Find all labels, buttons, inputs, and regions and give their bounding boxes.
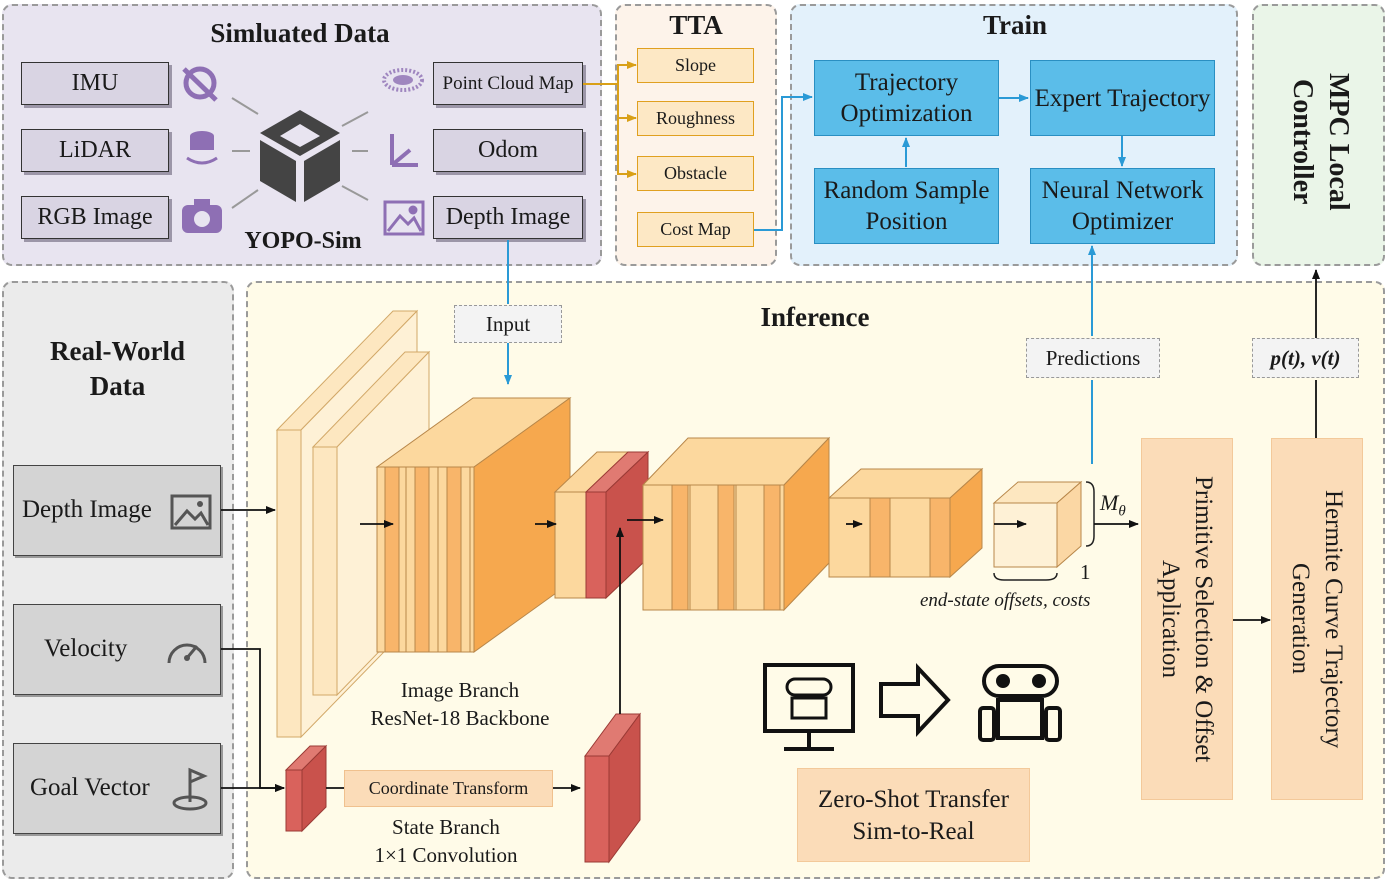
imu-icon: [182, 66, 218, 102]
expert-trajectory-box: Expert Trajectory: [1030, 60, 1215, 136]
point-cloud-icon: [382, 68, 424, 92]
train-title: Train: [982, 10, 1047, 40]
m-theta-text: M: [1100, 490, 1119, 515]
camera-icon: [182, 199, 222, 233]
state-branch-plates: [284, 712, 641, 864]
state-branch-text: State Branch: [392, 815, 500, 839]
tta-obstacle: Obstacle: [637, 156, 754, 191]
rw-depth-box: Depth Image: [13, 465, 221, 556]
pv-label-text: p(t), v(t): [1270, 345, 1341, 370]
yopo-sim-label: YOPO-Sim: [244, 228, 362, 254]
real-world-title-text: Real-World Data: [50, 336, 185, 401]
hermite-box: Hermite Curve Trajectory Generation: [1271, 438, 1363, 800]
unity-logo-icon: [260, 110, 340, 202]
conv-text: 1×1 Convolution: [374, 843, 518, 867]
depth-image-sim-box: Depth Image: [433, 196, 583, 239]
trajectory-optimization-box: Trajectory Optimization: [814, 60, 999, 136]
monitor-robot-icon: [763, 663, 855, 751]
flow-arrows: [221, 269, 1320, 792]
tta-title: TTA: [669, 10, 723, 40]
rw-goal-label: Goal Vector: [30, 774, 150, 801]
inference-title: Inference: [760, 302, 870, 332]
image-icon: [170, 494, 212, 530]
input-label: Input: [454, 305, 562, 343]
hermite-text: Hermite Curve Trajectory Generation: [1287, 489, 1347, 749]
rw-depth-label: Depth Image: [22, 496, 152, 523]
resnet-block-1: [375, 397, 572, 653]
image-branch-label: Image Branch ResNet-18 Backbone: [340, 676, 580, 732]
lidar-icon: [186, 131, 218, 165]
zero-shot-text-1: Zero-Shot Transfer: [818, 786, 1009, 813]
goal-flag-icon: [172, 767, 208, 811]
output-cube: [992, 480, 1083, 569]
simulated-data-title: Simluated Data: [210, 18, 390, 48]
tta-roughness: Roughness: [637, 101, 754, 136]
tta-slope: Slope: [637, 48, 754, 83]
tta-cost-map: Cost Map: [637, 212, 754, 247]
resnet-block-4: [827, 467, 984, 579]
sim-arrows: [504, 61, 1126, 464]
zero-shot-box: Zero-Shot Transfer Sim-to-Real: [797, 768, 1030, 862]
random-sample-box: Random Sample Position: [814, 168, 999, 244]
backbone-text: ResNet-18 Backbone: [370, 706, 550, 730]
m-theta-subscript: θ: [1118, 503, 1126, 520]
m-theta-label: Mθ: [1100, 490, 1126, 520]
speedometer-icon: [167, 643, 207, 664]
image-branch-text: Image Branch: [400, 678, 520, 702]
arrow-shape-icon: [879, 662, 951, 738]
rgb-image-box: RGB Image: [21, 196, 169, 239]
primitive-selection-box: Primitive Selection & Offset Application: [1141, 438, 1233, 800]
pv-label: p(t), v(t): [1252, 338, 1359, 378]
mpc-title: MPC Local Controller: [1287, 73, 1354, 211]
resnet-block-2: [553, 450, 650, 600]
point-cloud-map-box: Point Cloud Map: [433, 62, 583, 105]
rw-goal-box: Goal Vector: [13, 743, 221, 834]
zero-shot-text-2: Sim-to-Real: [852, 818, 975, 845]
rw-velocity-box: Velocity: [13, 604, 221, 695]
sim-icons-layer: [182, 66, 425, 236]
offsets-label: end-state offsets, costs: [920, 590, 1091, 611]
state-branch-label: State Branch 1×1 Convolution: [330, 813, 562, 869]
primitive-selection-text: Primitive Selection & Offset Application: [1157, 475, 1217, 763]
axis-icon: [390, 134, 418, 167]
odom-box: Odom: [433, 129, 583, 172]
coordinate-transform-box: Coordinate Transform: [344, 770, 553, 807]
real-world-title: Real-World Data: [20, 334, 215, 404]
mpc-panel: [1252, 4, 1385, 266]
one-label: 1: [1080, 560, 1091, 584]
nn-optimizer-box: Neural Network Optimizer: [1030, 168, 1215, 244]
robot-icon: [978, 664, 1062, 742]
rw-velocity-label: Velocity: [44, 635, 128, 662]
imu-box: IMU: [21, 62, 169, 105]
predictions-label: Predictions: [1026, 338, 1160, 378]
image-icon: [383, 200, 425, 236]
resnet-block-3: [641, 436, 831, 612]
cube-brackets: [993, 481, 1095, 581]
lidar-box: LiDAR: [21, 129, 169, 172]
